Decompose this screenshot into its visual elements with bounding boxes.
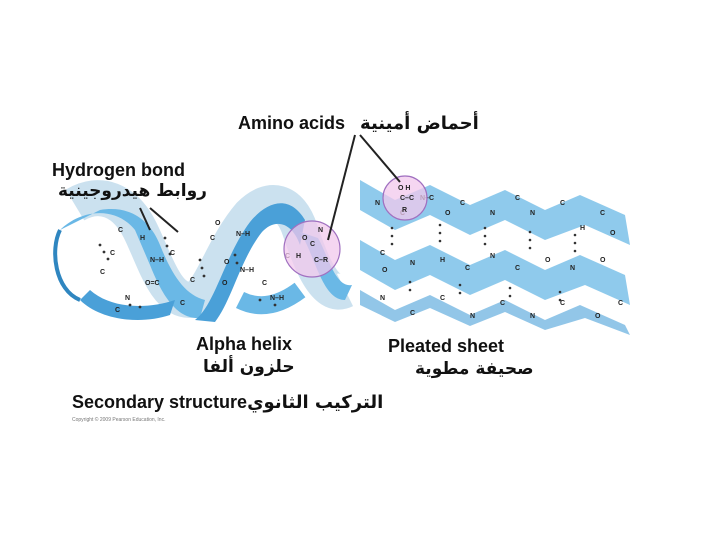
svg-text:N: N bbox=[125, 295, 130, 302]
svg-text:H: H bbox=[296, 253, 301, 260]
svg-text:C: C bbox=[170, 250, 175, 257]
svg-text:C: C bbox=[310, 241, 315, 248]
svg-text:C: C bbox=[262, 280, 267, 287]
svg-text:C: C bbox=[560, 200, 565, 207]
sheet-hydrogen-bonds bbox=[390, 223, 577, 302]
svg-text:O H: O H bbox=[398, 185, 410, 192]
svg-text:O: O bbox=[545, 257, 551, 264]
svg-text:O: O bbox=[595, 313, 601, 320]
svg-text:C: C bbox=[515, 195, 520, 202]
svg-text:N: N bbox=[380, 295, 385, 302]
hydrogen-bond-label-ar: روابط هيدروجينية bbox=[58, 181, 207, 201]
svg-text:O: O bbox=[600, 257, 606, 264]
svg-text:N: N bbox=[318, 227, 323, 234]
svg-text:C: C bbox=[515, 265, 520, 272]
hydrogen-bond-label-en: Hydrogen bond bbox=[52, 160, 185, 180]
secondary-structure-label: Secondary structureالتركيب الثانوي bbox=[72, 392, 383, 413]
svg-text:O: O bbox=[302, 235, 308, 242]
svg-text:C: C bbox=[410, 310, 415, 317]
svg-text:C: C bbox=[115, 307, 120, 314]
svg-text:N: N bbox=[530, 210, 535, 217]
svg-text:N–H: N–H bbox=[240, 267, 254, 274]
svg-text:C: C bbox=[180, 300, 185, 307]
sheet-amino-acid-highlight bbox=[382, 175, 428, 221]
svg-text:C: C bbox=[210, 235, 215, 242]
svg-text:R: R bbox=[402, 207, 407, 214]
amino-acids-label-ar: أحماض أمينية bbox=[360, 113, 479, 134]
svg-text:C: C bbox=[465, 265, 470, 272]
svg-text:N–H: N–H bbox=[150, 257, 164, 264]
svg-text:N: N bbox=[375, 200, 380, 207]
svg-text:O=C: O=C bbox=[145, 280, 160, 287]
hbond-pointer-1 bbox=[139, 207, 151, 231]
svg-text:N: N bbox=[570, 265, 575, 272]
svg-text:C: C bbox=[440, 295, 445, 302]
svg-text:O: O bbox=[610, 230, 616, 237]
svg-text:N: N bbox=[530, 313, 535, 320]
svg-text:H: H bbox=[140, 235, 145, 242]
svg-text:O: O bbox=[445, 210, 451, 217]
pleated-sheet-label-ar: صحيفة مطوية bbox=[415, 359, 534, 379]
svg-text:N–H: N–H bbox=[236, 231, 250, 238]
svg-text:C–C: C–C bbox=[400, 195, 414, 202]
svg-text:C: C bbox=[110, 250, 115, 257]
svg-text:C: C bbox=[460, 200, 465, 207]
svg-text:N: N bbox=[470, 313, 475, 320]
svg-text:N: N bbox=[490, 253, 495, 260]
svg-text:C: C bbox=[380, 250, 385, 257]
svg-text:C: C bbox=[560, 300, 565, 307]
pleated-sheet-label-en: Pleated sheet bbox=[388, 336, 505, 356]
svg-text:C–R: C–R bbox=[314, 257, 328, 264]
svg-text:C: C bbox=[500, 300, 505, 307]
alpha-helix-label-en: Alpha helix bbox=[196, 334, 293, 354]
amino-acids-label-en: Amino acids bbox=[238, 113, 346, 133]
hbond-pointer-2 bbox=[149, 207, 179, 233]
svg-text:O: O bbox=[222, 280, 228, 287]
svg-text:C: C bbox=[100, 269, 105, 276]
svg-text:O: O bbox=[224, 259, 230, 266]
amino-acids-label: Amino acids أحماض أمينية bbox=[238, 113, 479, 134]
helix-amino-acid-highlight bbox=[283, 220, 341, 278]
svg-text:H: H bbox=[580, 225, 585, 232]
copyright-text: Copyright © 2009 Pearson Education, Inc. bbox=[72, 417, 166, 423]
amino-pointer-helix bbox=[327, 134, 356, 241]
svg-text:C: C bbox=[190, 277, 195, 284]
svg-text:C: C bbox=[118, 227, 123, 234]
alpha-helix-label-ar: حلزون ألفا bbox=[203, 357, 295, 377]
svg-text:C: C bbox=[600, 210, 605, 217]
svg-text:N: N bbox=[410, 260, 415, 267]
svg-text:O: O bbox=[215, 220, 221, 227]
helix-hydrogen-bonds bbox=[98, 236, 277, 309]
svg-text:N: N bbox=[490, 210, 495, 217]
svg-text:O: O bbox=[382, 267, 388, 274]
pointer-lines bbox=[139, 134, 401, 241]
secondary-structure-label-en: Secondary structure bbox=[72, 392, 248, 412]
secondary-structure-label-ar: التركيب الثانوي bbox=[247, 392, 384, 413]
helix-highlight-atoms: O C H C–R N bbox=[296, 227, 328, 264]
svg-text:H: H bbox=[440, 257, 445, 264]
amino-pointer-sheet bbox=[359, 134, 401, 183]
sheet-highlight-atoms: O H C–C R bbox=[398, 185, 414, 214]
svg-text:C: C bbox=[618, 300, 623, 307]
svg-text:N–H: N–H bbox=[270, 295, 284, 302]
